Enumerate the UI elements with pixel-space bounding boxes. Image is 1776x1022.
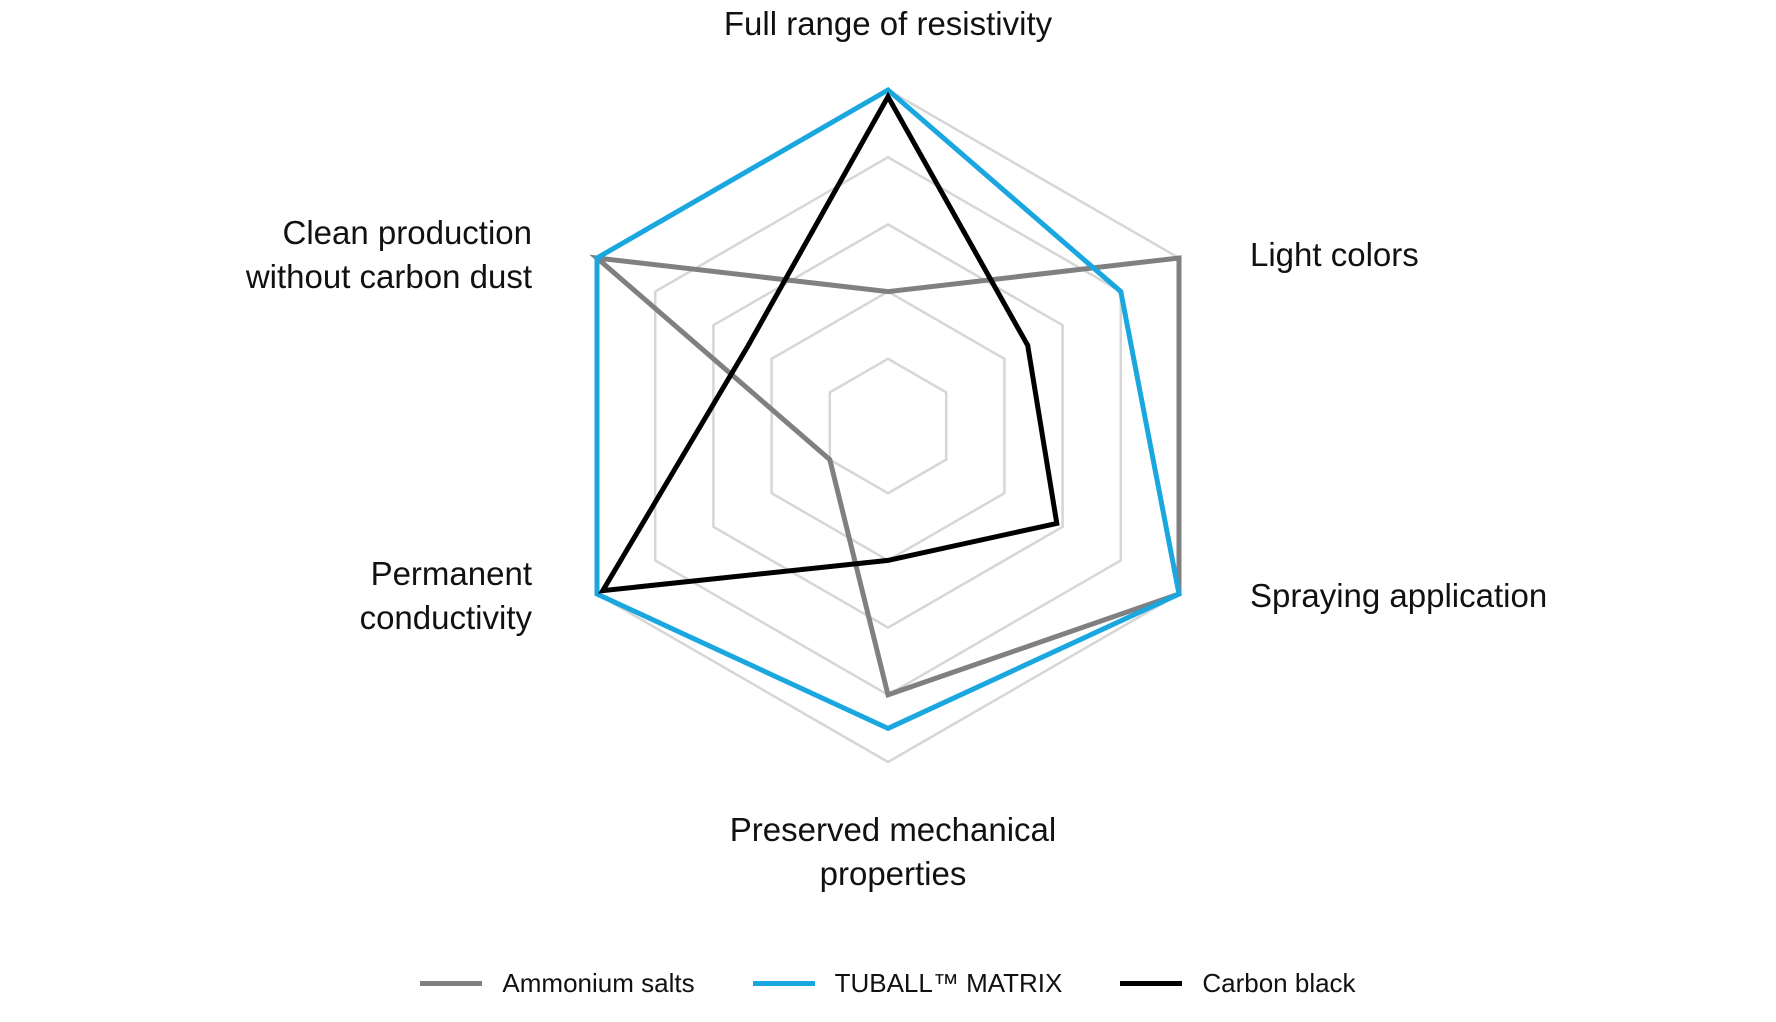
grid-ring	[828, 357, 948, 495]
grid-ring	[770, 290, 1006, 562]
axis-label-permanent-conductivity: Permanent conductivity	[360, 552, 532, 640]
axis-label-line: without carbon dust	[245, 258, 532, 295]
legend-label: Ammonium salts	[502, 968, 695, 998]
series-line-carbon-black	[598, 91, 1060, 594]
axis-label-line: Full range of resistivity	[723, 5, 1053, 42]
axis-label-preserved-mechanical-properties: Preserved mechanical properties	[730, 808, 1057, 896]
axis-label-line: Preserved mechanical	[729, 811, 1057, 848]
series-line-ammonium-salts	[589, 254, 1182, 699]
axis-label-line: Light colors	[1250, 236, 1419, 273]
legend-swatch-carbon-black	[1120, 981, 1183, 986]
radar-series	[589, 86, 1182, 732]
legend-item-ammonium-salts: Ammonium salts	[420, 968, 695, 999]
legend-swatch-ammonium-salts	[420, 981, 483, 986]
legend-label: TUBALL™ MATRIX	[834, 968, 1063, 998]
axis-label-line: Permanent	[370, 555, 532, 592]
axis-label-spraying-application: Spraying application	[1250, 574, 1547, 618]
series-line-tuball-matrix	[594, 86, 1182, 732]
axis-label-light-colors: Light colors	[1250, 233, 1419, 277]
grid-ring	[712, 222, 1064, 630]
axis-label-line: Clean production	[282, 214, 533, 251]
axis-label-full-range-of-resistivity: Full range of resistivity	[724, 2, 1052, 46]
legend-label: Carbon black	[1202, 968, 1356, 998]
axis-label-clean-production: Clean production without carbon dust	[246, 211, 532, 299]
legend-swatch-tuball-matrix	[752, 981, 815, 986]
radar-grid	[595, 88, 1181, 764]
legend-item-carbon-black: Carbon black	[1120, 968, 1356, 999]
axis-label-line: properties	[819, 855, 967, 892]
axis-label-line: conductivity	[359, 599, 532, 636]
grid-ring	[595, 88, 1181, 764]
legend-item-tuball-matrix: TUBALL™ MATRIX	[752, 968, 1063, 999]
axis-label-line: Spraying application	[1250, 577, 1548, 614]
legend: Ammonium salts TUBALL™ MATRIX Carbon bla…	[0, 968, 1776, 999]
grid-ring	[653, 155, 1123, 697]
